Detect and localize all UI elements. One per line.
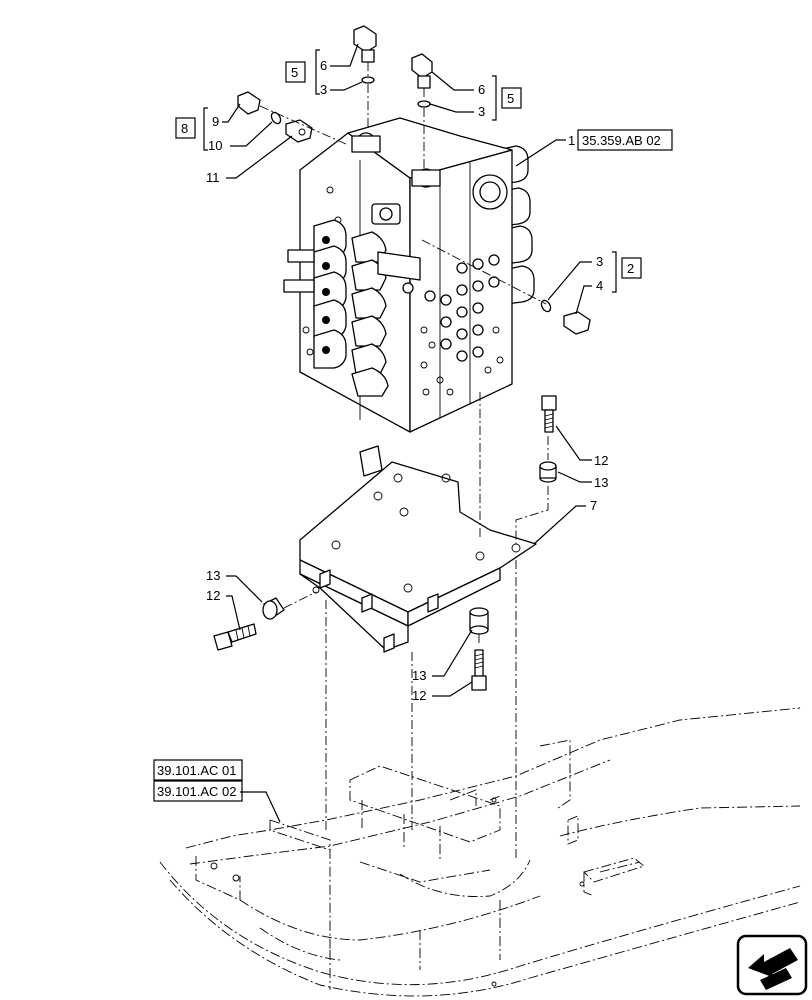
spacer-13-left [262, 597, 285, 620]
reference-box-frame-2 [153, 780, 243, 802]
oring-10 [270, 111, 282, 125]
oring-3-left [361, 76, 375, 84]
fitting-9 [237, 91, 261, 115]
valve-port-holes [302, 186, 504, 396]
callout-labels: 5 6 3 5 6 3 8 9 10 11 1 35.359.AB 02 3 4… [153, 58, 673, 802]
reference-box-frame-1 [153, 759, 243, 781]
callout-box-5-left [285, 61, 306, 83]
callout-3-right: 3 [478, 104, 485, 119]
bolt-12-left [213, 623, 257, 651]
oring-3-side [540, 299, 552, 313]
callout-12-top: 12 [594, 453, 608, 468]
control-valve-assembly [283, 117, 535, 433]
callout-box-5-right [501, 87, 522, 109]
callout-3-left: 3 [320, 82, 327, 97]
callout-2: 2 [627, 261, 634, 276]
reference-valve: 35.359.AB 02 [582, 133, 661, 148]
spacer-13-bottom [469, 607, 489, 635]
callout-4: 4 [596, 278, 603, 293]
fitting-6-left [353, 25, 377, 63]
callout-10: 10 [208, 138, 222, 153]
callout-5-left: 5 [291, 65, 298, 80]
callout-13-left: 13 [206, 568, 220, 583]
callout-9: 9 [212, 114, 219, 129]
reference-box-valve [577, 129, 673, 151]
spacer-13-top [539, 461, 557, 483]
leader-lines [203, 43, 617, 823]
valve-body-top-face [347, 117, 513, 179]
bolt-12-top [541, 395, 557, 433]
callout-1: 1 [568, 133, 575, 148]
reference-frame-1: 39.101.AC 01 [157, 763, 237, 778]
reference-frame-2: 39.101.AC 02 [157, 784, 237, 799]
callout-11: 11 [206, 170, 220, 185]
callout-12-bottom: 12 [412, 688, 426, 703]
fitting-11 [285, 119, 313, 143]
callout-6-left: 6 [320, 58, 327, 73]
bolt-12-bottom [471, 649, 487, 691]
callout-13-top: 13 [594, 475, 608, 490]
callout-5-right: 5 [507, 91, 514, 106]
upper-frame-structure [159, 707, 801, 997]
callout-13-bottom: 13 [412, 668, 426, 683]
callout-7: 7 [590, 498, 597, 513]
orientation-arrow-icon [736, 934, 808, 996]
callout-8: 8 [181, 121, 188, 136]
callout-box-8 [175, 117, 196, 139]
fitting-4 [563, 311, 591, 335]
callout-12-left: 12 [206, 588, 220, 603]
fitting-6-right [411, 53, 433, 89]
callout-6-right: 6 [478, 82, 485, 97]
oring-3-right [417, 100, 431, 108]
callout-3-side: 3 [596, 254, 603, 269]
mounting-plate [299, 445, 537, 653]
callout-box-2 [621, 257, 642, 279]
